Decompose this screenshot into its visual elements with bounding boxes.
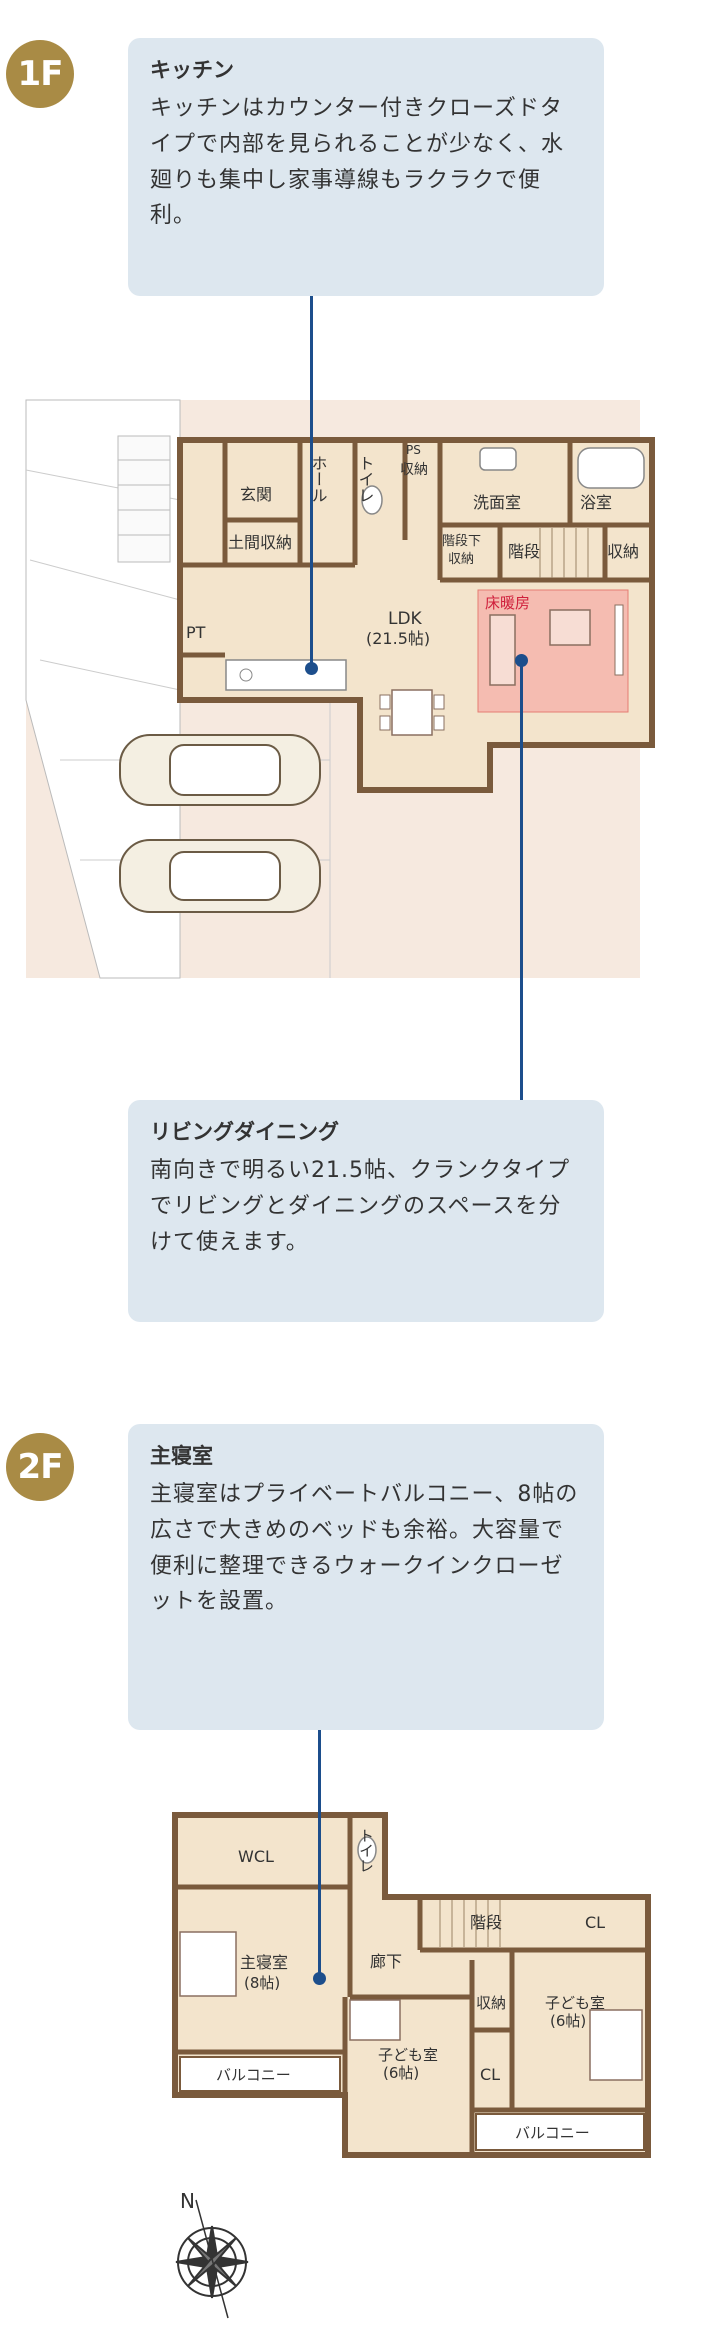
compass-north-label: N: [180, 2189, 195, 2213]
tv-unit: [614, 604, 624, 676]
floor-heating-label: 床暖房: [485, 594, 530, 612]
room-child-2: 子ども室: [545, 1994, 605, 2012]
room-stairs-2f: 階段: [470, 1913, 502, 1932]
room-storage-top: 収納: [400, 462, 428, 478]
room-cl-2: CL: [480, 2065, 500, 2084]
dining-table: [391, 689, 433, 736]
room-ps: PS: [406, 443, 421, 457]
kitchen-leader-line: [310, 296, 313, 668]
bathtub: [577, 447, 645, 489]
master-leader-line: [318, 1730, 321, 1978]
master-info-card: 主寝室 主寝室はプライベートバルコニー、8帖の広さで大きめのベッドも余裕。大容量…: [128, 1424, 604, 1730]
washbasin: [479, 447, 517, 471]
room-hall: ホール: [309, 455, 328, 503]
room-master: 主寝室: [240, 1953, 288, 1972]
living-title: リビングダイニング: [150, 1120, 339, 1144]
master-bed: [179, 1931, 237, 1997]
room-cl-1: CL: [585, 1913, 605, 1932]
floor2-badge: 2F: [6, 1433, 74, 1501]
room-toilet: トイレ: [356, 455, 375, 503]
toilet-bowl: [361, 485, 383, 515]
living-leader-dot: [515, 654, 528, 667]
room-balcony-2: バルコニー: [515, 2124, 590, 2142]
master-leader-dot: [313, 1972, 326, 1985]
kitchen-counter: [225, 659, 347, 691]
living-info-card: リビングダイニング 南向きで明るい21.5帖、クランクタイプでリビングとダイニン…: [128, 1100, 604, 1322]
car-1: [119, 734, 321, 806]
child1-bed: [349, 1999, 401, 2041]
room-child-2-size: (6帖): [550, 2012, 586, 2030]
sofa: [489, 614, 516, 686]
kitchen-title: キッチン: [150, 58, 234, 82]
room-stair-storage-2: 収納: [448, 552, 474, 567]
kitchen-info-card: キッチン キッチンはカウンター付きクローズドタイプで内部を見られることが少なく、…: [128, 38, 604, 296]
room-toilet-2f: トイレ: [357, 1828, 375, 1873]
room-doma-storage: 土間収納: [228, 533, 292, 552]
room-master-size: (8帖): [244, 1974, 280, 1992]
room-stairs: 階段: [508, 542, 540, 561]
kitchen-leader-dot: [305, 662, 318, 675]
room-storage-right: 収納: [607, 542, 639, 561]
master-title: 主寝室: [150, 1444, 213, 1468]
balcony-1-area: [179, 2056, 341, 2092]
room-bath: 浴室: [580, 493, 612, 512]
compass-rose-icon: [175, 2199, 249, 2319]
living-leader-line: [520, 660, 523, 1100]
room-corridor: 廊下: [370, 1952, 402, 1971]
room-ldk-size: (21.5帖): [366, 629, 430, 648]
living-description: 南向きで明るい21.5帖、クランクタイプでリビングとダイニングのスペースを分けて…: [150, 1158, 571, 1255]
room-storage-2f: 収納: [476, 1994, 506, 2012]
room-genkan: 玄関: [240, 485, 272, 504]
room-balcony-1: バルコニー: [216, 2066, 291, 2084]
room-pt: PT: [186, 623, 206, 642]
master-description: 主寝室はプライベートバルコニー、8帖の広さで大きめのベッドも余裕。大容量で便利に…: [150, 1482, 579, 1615]
kitchen-description: キッチンはカウンター付きクローズドタイプで内部を見られることが少なく、水廻りも集…: [150, 96, 565, 229]
room-child-1: 子ども室: [378, 2046, 438, 2064]
room-stair-storage-1: 階段下: [442, 534, 481, 549]
room-child-1-size: (6帖): [383, 2064, 419, 2082]
balcony-2-area: [475, 2113, 645, 2151]
car-2: [119, 839, 321, 913]
room-ldk: LDK: [388, 609, 423, 629]
room-wcl: WCL: [238, 1847, 274, 1866]
coffee-table: [549, 609, 591, 646]
room-washroom: 洗面室: [473, 493, 521, 512]
floor1-badge: 1F: [6, 40, 74, 108]
child2-bed: [589, 2009, 643, 2081]
